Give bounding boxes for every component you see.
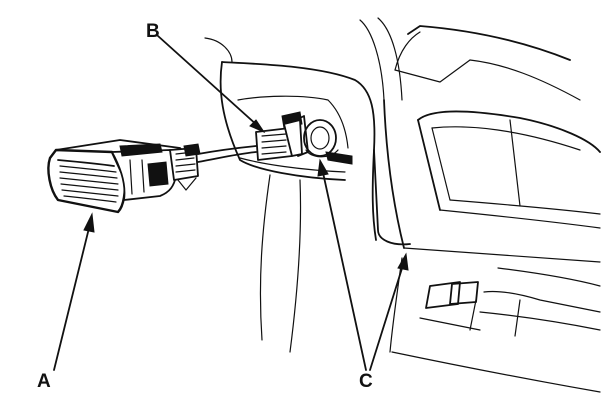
callout-label-b: B xyxy=(146,21,160,42)
harness-wire xyxy=(197,145,257,163)
callout-label-a: A xyxy=(37,371,51,392)
dashboard-panel xyxy=(204,17,601,393)
air-vent xyxy=(47,139,201,214)
leader-lines xyxy=(53,35,409,371)
callout-label-c: C xyxy=(359,371,373,392)
harness-connector xyxy=(255,111,303,161)
mounting-clip xyxy=(295,115,353,165)
